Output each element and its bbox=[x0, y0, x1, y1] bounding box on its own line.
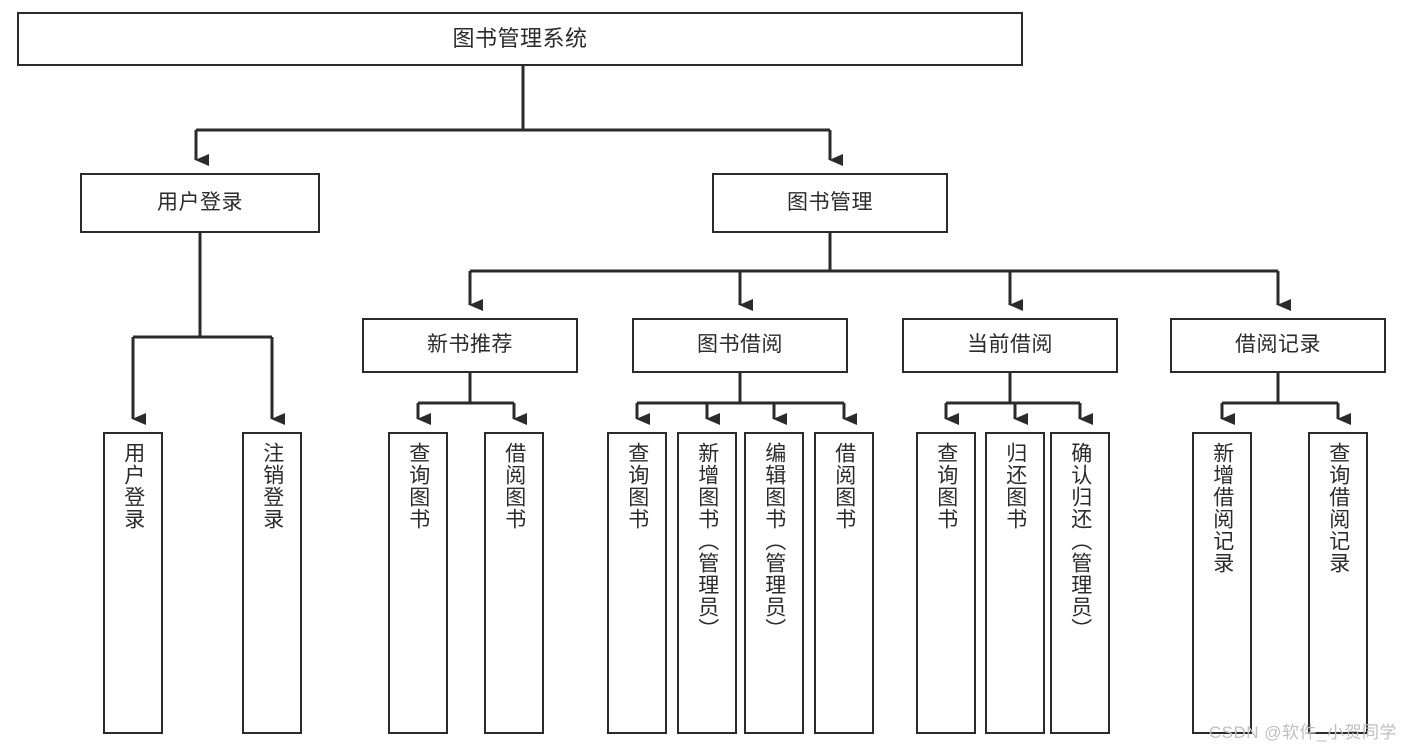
node-current-borrow[interactable]: 当前借阅 bbox=[902, 318, 1118, 373]
leaf-book-borrow-query-label: 查询图书 bbox=[625, 442, 649, 530]
node-book-management-label: 图书管理 bbox=[787, 190, 873, 214]
leaf-current-borrow-return[interactable]: 归还图书 bbox=[985, 432, 1045, 734]
leaf-user-login-signout-label: 注销登录 bbox=[260, 442, 284, 530]
leaf-book-borrow-add-label: 新增图书（管理员） bbox=[695, 442, 719, 640]
node-borrow-record-label: 借阅记录 bbox=[1235, 333, 1321, 357]
node-book-borrow-label: 图书借阅 bbox=[697, 333, 783, 357]
leaf-borrow-record-add-label: 新增借阅记录 bbox=[1210, 442, 1234, 574]
node-borrow-record[interactable]: 借阅记录 bbox=[1170, 318, 1386, 373]
node-current-borrow-label: 当前借阅 bbox=[967, 333, 1053, 357]
leaf-new-book-borrow-label: 借阅图书 bbox=[502, 442, 526, 530]
leaf-new-book-query-label: 查询图书 bbox=[406, 442, 430, 530]
leaf-user-login-signin[interactable]: 用户登录 bbox=[103, 432, 163, 734]
leaf-current-borrow-query-label: 查询图书 bbox=[934, 442, 958, 530]
leaf-new-book-query[interactable]: 查询图书 bbox=[388, 432, 448, 734]
leaf-book-borrow-edit[interactable]: 编辑图书（管理员） bbox=[744, 432, 804, 734]
leaf-borrow-record-query[interactable]: 查询借阅记录 bbox=[1308, 432, 1368, 734]
leaf-user-login-signout[interactable]: 注销登录 bbox=[242, 432, 302, 734]
leaf-current-borrow-confirm[interactable]: 确认归还（管理员） bbox=[1050, 432, 1110, 734]
node-book-management[interactable]: 图书管理 bbox=[712, 173, 948, 233]
leaf-current-borrow-confirm-label: 确认归还（管理员） bbox=[1068, 442, 1092, 640]
leaf-new-book-borrow[interactable]: 借阅图书 bbox=[484, 432, 544, 734]
node-new-book-recommend-label: 新书推荐 bbox=[427, 333, 513, 357]
leaf-book-borrow-add[interactable]: 新增图书（管理员） bbox=[677, 432, 737, 734]
node-user-login[interactable]: 用户登录 bbox=[80, 173, 320, 233]
leaf-current-borrow-return-label: 归还图书 bbox=[1003, 442, 1027, 530]
leaf-book-borrow-query[interactable]: 查询图书 bbox=[607, 432, 667, 734]
leaf-borrow-record-query-label: 查询借阅记录 bbox=[1326, 442, 1350, 574]
leaf-book-borrow-lend[interactable]: 借阅图书 bbox=[814, 432, 874, 734]
node-book-borrow[interactable]: 图书借阅 bbox=[632, 318, 848, 373]
node-root[interactable]: 图书管理系统 bbox=[17, 12, 1023, 66]
watermark: CSDN @软件_小贺同学 bbox=[1208, 723, 1397, 742]
leaf-book-borrow-edit-label: 编辑图书（管理员） bbox=[762, 442, 786, 640]
node-new-book-recommend[interactable]: 新书推荐 bbox=[362, 318, 578, 373]
node-root-label: 图书管理系统 bbox=[452, 26, 588, 52]
node-user-login-label: 用户登录 bbox=[157, 190, 243, 214]
leaf-user-login-signin-label: 用户登录 bbox=[121, 442, 145, 530]
leaf-book-borrow-lend-label: 借阅图书 bbox=[832, 442, 856, 530]
leaf-current-borrow-query[interactable]: 查询图书 bbox=[916, 432, 976, 734]
leaf-borrow-record-add[interactable]: 新增借阅记录 bbox=[1192, 432, 1252, 734]
